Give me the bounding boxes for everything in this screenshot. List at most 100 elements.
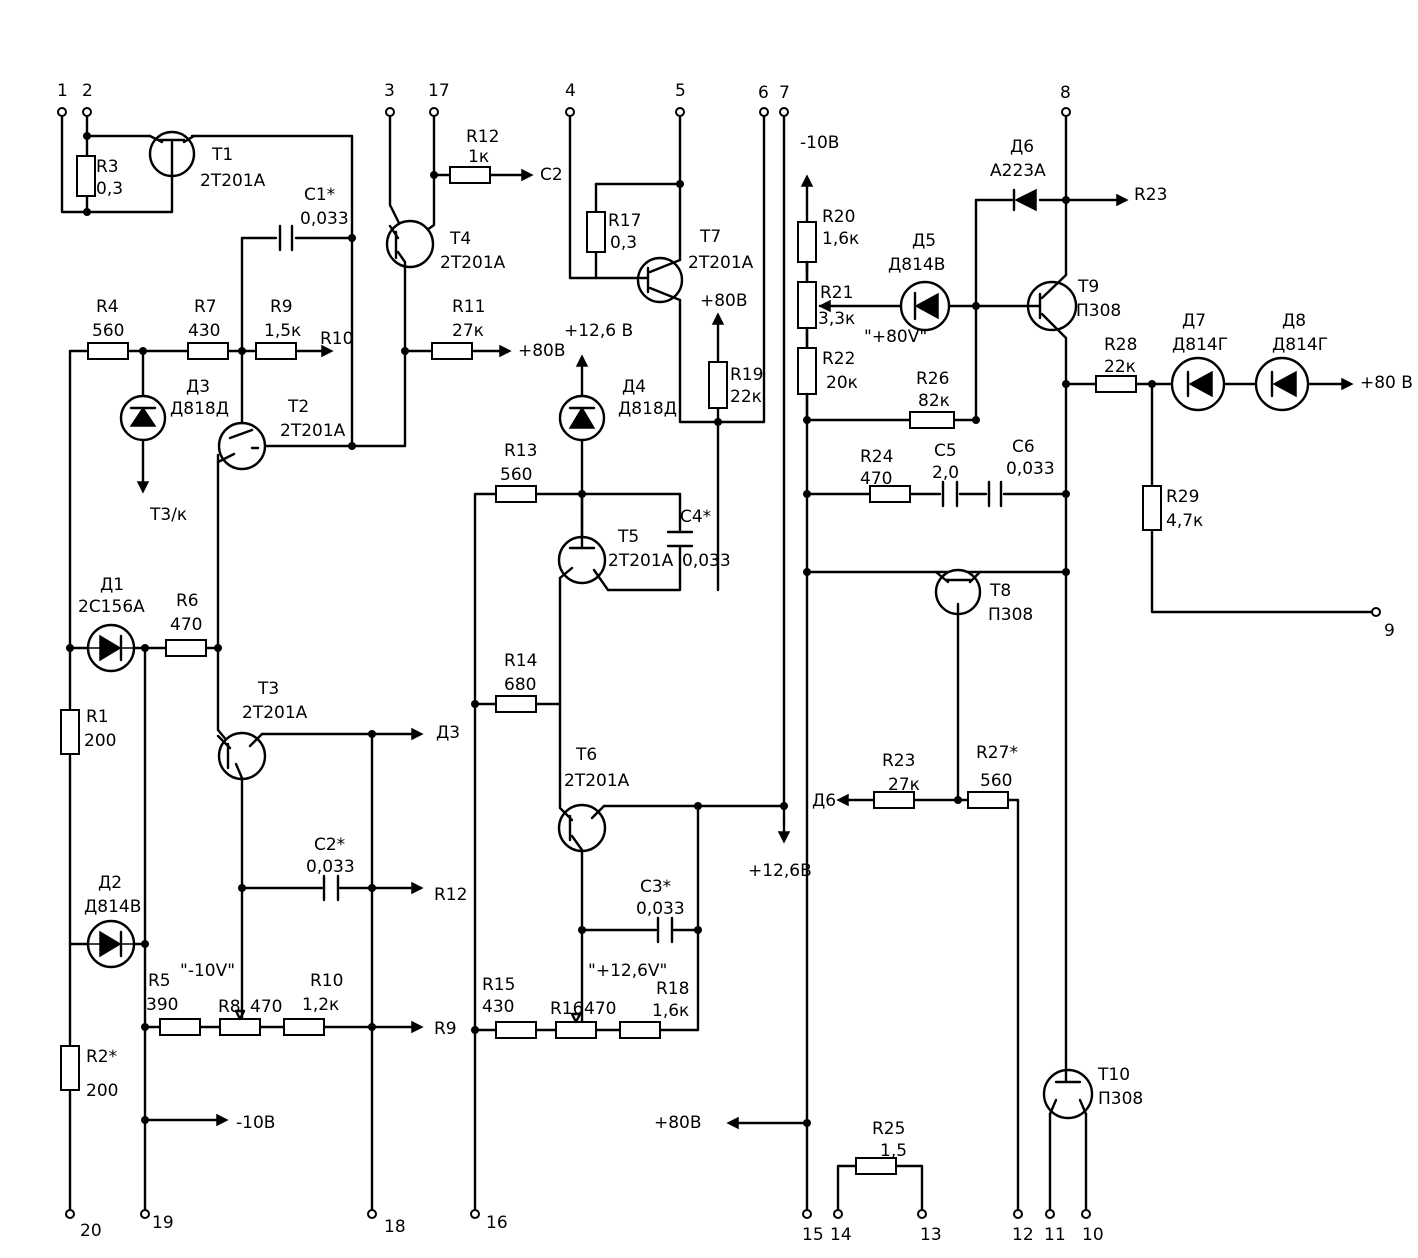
c2-value: 0,033: [306, 857, 355, 877]
r8-value: 470: [250, 997, 282, 1017]
arrow-p126-d4: [575, 354, 589, 367]
resistors: [60, 155, 1162, 1175]
r22-ref: R22: [822, 349, 855, 369]
resistor-r22: [797, 347, 817, 395]
r23-value: 27к: [888, 775, 920, 795]
c6-value: 0,033: [1006, 459, 1055, 479]
r28-value: 22к: [1104, 357, 1136, 377]
r12-value: 1к: [468, 147, 489, 167]
resistor-r16: [555, 1021, 597, 1039]
r20-value: 1,6к: [822, 229, 859, 249]
r27-ref: R27*: [976, 743, 1018, 763]
r29-ref: R29: [1166, 487, 1199, 507]
r29-value: 4,7к: [1166, 511, 1203, 531]
terminal-label: 6: [758, 83, 769, 103]
net-d6: Д6: [812, 791, 836, 811]
arrow-p80-r19: [711, 312, 725, 325]
d8-type: Д814Г: [1272, 335, 1328, 355]
capacitor-labels: С1* 0,033 С2* 0,033 С3* 0,033 С4* 0,033 …: [300, 185, 1055, 919]
resistor-r13: [495, 485, 537, 503]
net-p126v-d4: +12,6 В: [564, 321, 633, 341]
wires: [60, 114, 1374, 1212]
d1-ref: Д1: [100, 575, 124, 595]
r16-value: 470: [584, 999, 616, 1019]
resistor-r4: [87, 342, 129, 360]
resistor-r2: [60, 1045, 80, 1091]
d4-type: Д818Д: [618, 399, 677, 419]
transistor-t6: [557, 803, 607, 853]
r5-value: 390: [146, 995, 178, 1015]
r18-value: 1,6к: [652, 1001, 689, 1021]
terminal-label: 2: [82, 81, 93, 101]
transistor-t5: [557, 492, 610, 592]
capacitor-c5: [941, 480, 959, 508]
resistor-r14: [495, 695, 537, 713]
transistor-t4: [385, 219, 435, 280]
r8-ref: R8: [218, 997, 241, 1017]
d3-ref: Д3: [186, 377, 210, 397]
r9-ref: R9: [270, 297, 293, 317]
c3-value: 0,033: [636, 899, 685, 919]
r28-ref: R28: [1104, 335, 1137, 355]
resistor-r25: [855, 1157, 897, 1175]
net-r23: R23: [1134, 185, 1167, 205]
c4-value: 0,033: [682, 551, 731, 571]
t9-type: П308: [1076, 301, 1121, 321]
arrow-p80-bottom: [726, 1116, 739, 1130]
arrow-d3: [411, 727, 424, 741]
terminal-label: 19: [152, 1213, 174, 1233]
t2-ref: T2: [287, 397, 309, 417]
arrow-c2: [521, 168, 534, 182]
diode-labels: Д1 2С156А Д2 Д814В Д3 Д818Д Д4 Д818Д Д5 …: [78, 137, 1328, 917]
diode-d6: [1012, 188, 1037, 212]
resistor-r9: [255, 342, 297, 360]
resistor-r28: [1095, 375, 1137, 393]
transistors: [148, 130, 1094, 1120]
r9-value: 1,5к: [264, 321, 301, 341]
terminal-label: 3: [384, 81, 395, 101]
arrow-r23: [1116, 193, 1129, 207]
r3-ref: R3: [96, 157, 119, 177]
t2-type: 2T201A: [280, 421, 346, 441]
resistor-r7: [187, 342, 229, 360]
c6-ref: С6: [1012, 437, 1035, 457]
capacitor-c2: [322, 874, 340, 902]
r15-value: 430: [482, 997, 514, 1017]
terminal-label: 15: [802, 1225, 824, 1245]
capacitor-c4: [666, 530, 694, 548]
net-m10v-quote: "-10V": [180, 961, 235, 981]
arrow-r10: [321, 344, 334, 358]
net-p80v-quote: "+80V": [864, 327, 927, 347]
resistor-r24: [869, 485, 911, 503]
resistor-r11: [431, 342, 473, 360]
r6-ref: R6: [176, 591, 199, 611]
capacitor-c6: [987, 480, 1003, 508]
t7-type: 2T201A: [688, 253, 754, 273]
r13-value: 560: [500, 465, 532, 485]
resistor-r3: [76, 155, 96, 197]
arrows: [136, 168, 1354, 1130]
resistor-r29: [1142, 485, 1162, 531]
diode-d1: [86, 623, 136, 673]
r19-value: 22к: [730, 387, 762, 407]
diode-d8: [1254, 356, 1310, 412]
resistor-r1: [60, 709, 80, 755]
r26-ref: R26: [916, 369, 949, 389]
net-p126v-t6: +12,6В: [748, 861, 812, 881]
d7-type: Д814Г: [1172, 335, 1228, 355]
resistor-r12: [449, 166, 491, 184]
resistor-r8: [219, 1018, 261, 1036]
r21-value: 3,3к: [818, 309, 855, 329]
terminal-label: 10: [1082, 1225, 1104, 1245]
terminal-label: 5: [675, 81, 686, 101]
arrow-d6: [836, 793, 849, 807]
terminal-label: 8: [1060, 83, 1071, 103]
resistor-r23: [873, 791, 915, 809]
r10-value: 1,2к: [302, 995, 339, 1015]
resistor-labels: R1 200 R2* 200 R3 0,3 R4 560 R5 390 R6 4…: [84, 127, 1203, 1161]
resistor-r17: [586, 211, 606, 253]
r10-ref: R10: [310, 971, 343, 991]
net-p80v-right: +80 В: [1360, 373, 1413, 393]
arrow-m10v: [216, 1113, 229, 1127]
r22-value: 20к: [826, 373, 858, 393]
